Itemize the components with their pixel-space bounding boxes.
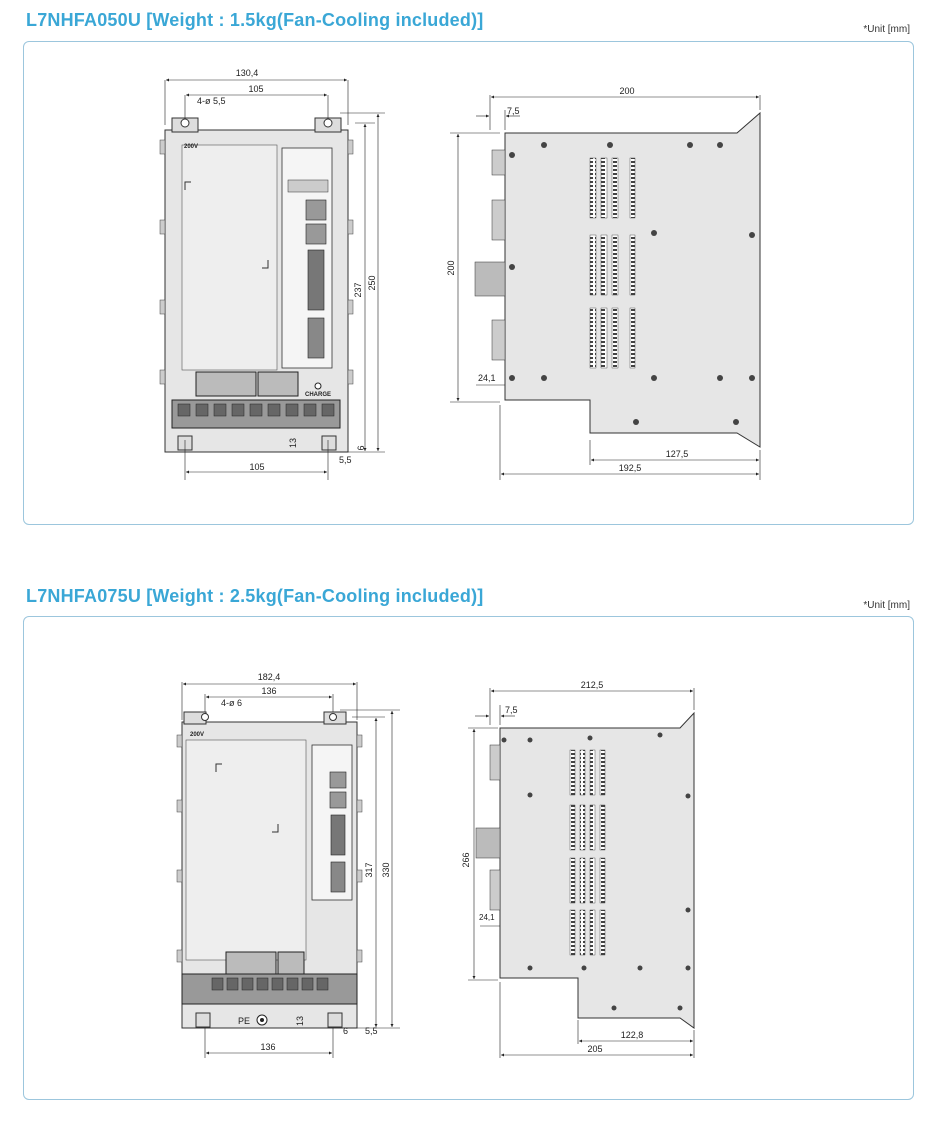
front-height-total-2: 330 [381,862,391,877]
charge-label: CHARGE [305,392,331,398]
section-title-l7nhfa075u: L7NHFA075U [Weight : 2.5kg(Fan-Cooling i… [26,586,484,606]
side-view-2 [475,711,695,1029]
side-height-2: 266 [461,852,471,867]
dim-6-2: 6 [343,1026,348,1036]
front-width-bottom: 105 [249,462,264,472]
side-height: 200 [446,260,456,275]
hole-spec: 4-ø 5,5 [197,96,226,106]
unit-note: *Unit [mm] [863,24,910,35]
side-depth-mid-2: 205 [587,1044,602,1054]
side-depth-total: 200 [619,86,634,96]
side-dimensions-2 [468,688,695,1058]
front-height-total: 250 [367,275,377,290]
front-width-bottom-2: 136 [260,1042,275,1052]
dim-24-1: 24,1 [478,373,496,383]
side-view-1 [474,111,761,448]
pe-label: PE [238,1016,250,1026]
drawing-panel-l7nhfa075u [23,616,914,1100]
side-dimensions-1 [450,95,761,480]
side-depth-lower: 127,5 [666,449,689,459]
side-depth-mid: 192,5 [619,463,642,473]
dim-7-5-2: 7,5 [505,705,518,715]
side-depth-total-2: 212,5 [581,680,604,690]
front-width-total-2: 182,4 [258,672,281,682]
voltage-label: 200V [184,144,198,150]
front-view-2: 200V [176,711,363,1029]
front-height-mount: 237 [353,282,363,297]
section-title-l7nhfa050u: L7NHFA050U [Weight : 1.5kg(Fan-Cooling i… [26,10,484,30]
dim-5-5: 5,5 [339,455,352,465]
hole-spec-2: 4-ø 6 [221,698,242,708]
dim-24-1-2: 24,1 [479,913,495,922]
dim-6: 6 [356,445,366,450]
dim-13: 13 [288,438,298,448]
front-width-mount: 105 [248,84,263,94]
dim-13-2: 13 [295,1016,305,1026]
front-view-1: 200V CHARGE [159,117,354,453]
front-width-total: 130,4 [236,68,259,78]
front-width-mount-2: 136 [261,686,276,696]
dim-5-5-2: 5,5 [365,1026,378,1036]
front-height-mount-2: 317 [364,862,374,877]
voltage-label-2: 200V [190,732,204,738]
unit-note-2: *Unit [mm] [863,600,910,611]
front-dimensions-2 [181,682,400,1058]
side-depth-lower-2: 122,8 [621,1030,644,1040]
front-dimensions-1 [164,78,385,480]
dim-7-5: 7,5 [507,106,520,116]
